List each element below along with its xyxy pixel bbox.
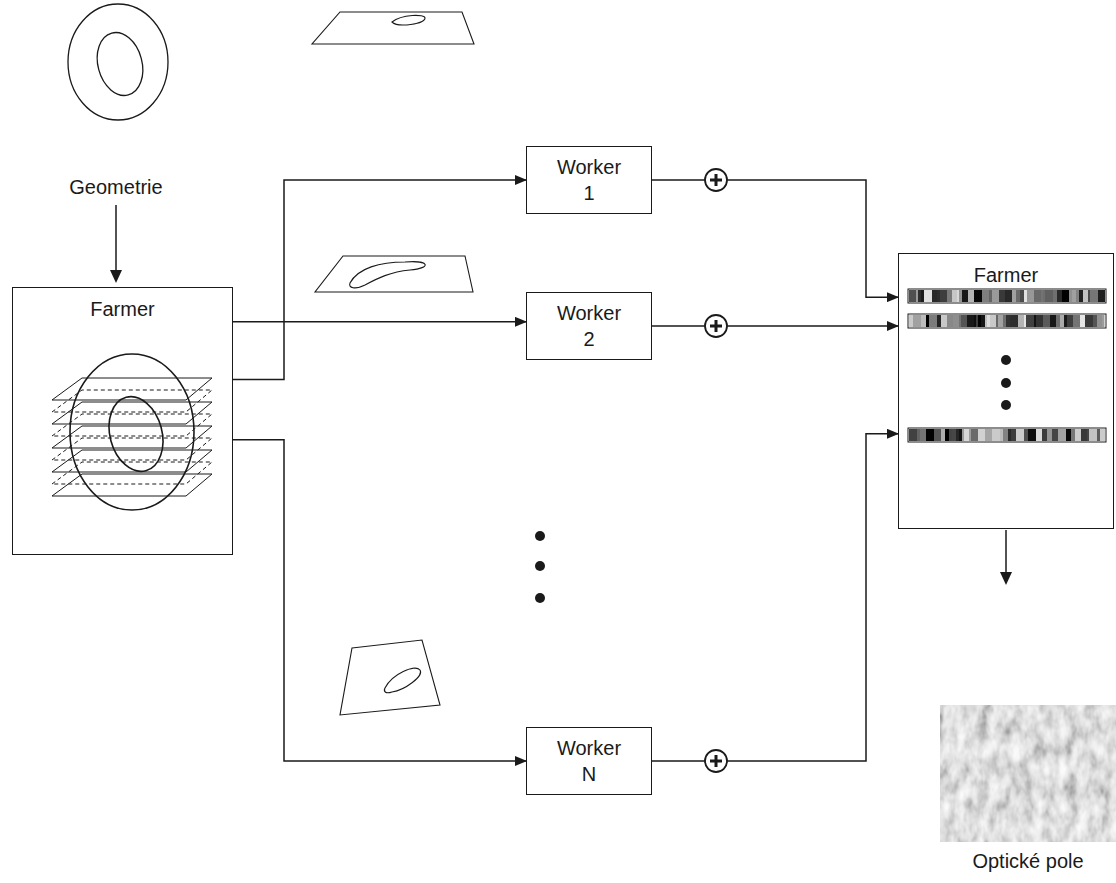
geometry-arrow [110,205,122,283]
worker-box: Worker 2 [526,292,652,360]
node-label: Farmer [906,262,1106,288]
caption-label: Optické pole [972,850,1083,873]
caption-label: Geometrie [69,176,162,199]
worker-box: Worker N [526,727,652,795]
flow-arrow [233,440,526,761]
flow-arrow [652,434,898,761]
flow-arrow [233,180,526,379]
node-label: Worker N [553,735,625,787]
worker-box: Worker 1 [526,146,652,214]
torus-figure [68,4,168,120]
slice-sketch [312,12,474,715]
sum-symbol [705,169,727,772]
field-rows [908,289,1106,442]
node-label: Farmer [23,296,223,322]
output-arrow [1000,530,1012,585]
farmer-box: Farmer [12,287,233,555]
node-label: Worker 2 [553,300,625,352]
sum-symbol [705,315,727,337]
node-label: Worker 1 [553,154,625,206]
ellipsis-dots [535,355,1011,603]
slice-stack [52,354,212,510]
farmer-box: Farmer [898,253,1114,529]
flow-arrow [652,325,898,327]
sum-symbol [705,750,727,772]
sum-symbol [705,169,727,191]
flow-arrow [652,180,898,297]
optical-field-image [940,705,1116,842]
flow-arrow [233,321,526,323]
